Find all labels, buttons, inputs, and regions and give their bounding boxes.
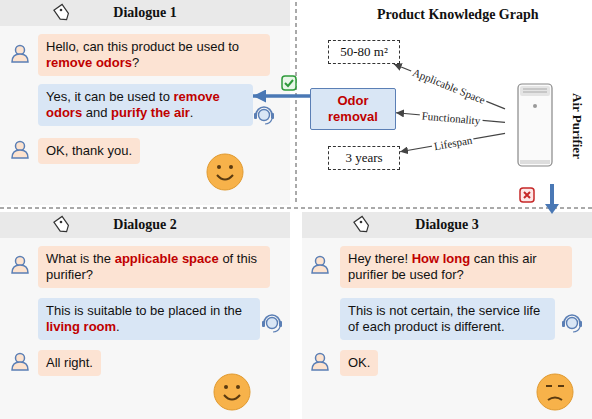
agent-bubble: This is not certain, the service life of… — [340, 298, 555, 340]
node-text: Odor removal — [319, 93, 387, 125]
node-text: This is suitable to be placed in the liv… — [46, 303, 252, 335]
down-arrow — [545, 184, 559, 214]
user-bubble: All right. — [38, 350, 101, 376]
node-text: All right. — [46, 355, 93, 371]
dialogue-header: Dialogue 2 — [0, 212, 290, 238]
relation-label: Functionality — [419, 109, 482, 126]
node-text: Hello, can this product be used to remov… — [46, 39, 262, 71]
node-text: Air Purifier — [569, 93, 585, 159]
dialogue-header: Dialogue 3 — [302, 212, 592, 238]
value-box: Odor removal — [310, 88, 396, 130]
relation-arrow — [400, 133, 505, 151]
user-bubble: What is the applicable space of this pur… — [38, 246, 270, 288]
user-bubble: OK, thank you. — [38, 138, 140, 164]
node-text: This is not certain, the service life of… — [348, 303, 547, 335]
relation-arrow — [253, 94, 310, 98]
relation-label: Lifespan — [431, 133, 475, 152]
relation-label: Applicable Space — [409, 66, 489, 108]
agent-bubble: Yes, it can be used to remove odors and … — [38, 84, 253, 126]
node-text: Dialogue 1 — [0, 0, 290, 26]
node-text: OK. — [348, 355, 370, 371]
user-bubble: Hey there! How long can this air purifie… — [340, 246, 572, 288]
check-icon — [282, 76, 296, 90]
cross-icon — [520, 188, 534, 202]
node-text: What is the applicable space of this pur… — [46, 251, 262, 283]
node-text: Dialogue 3 — [302, 212, 592, 238]
panel-title: Product Knowledge Graph — [377, 7, 539, 23]
node-text: Dialogue 2 — [0, 212, 290, 238]
product-node: Air Purifier — [505, 72, 590, 180]
node-text: Hey there! How long can this air purifie… — [348, 251, 564, 283]
value-box: 3 years — [328, 146, 400, 170]
value-box: 50-80 m² — [328, 40, 400, 64]
user-bubble: OK. — [340, 350, 378, 376]
user-bubble: Hello, can this product be used to remov… — [38, 34, 270, 76]
agent-bubble: This is suitable to be placed in the liv… — [38, 298, 260, 340]
node-text: 50-80 m² — [335, 44, 393, 60]
node-text: 3 years — [335, 150, 393, 166]
air-purifier-picture — [518, 84, 552, 166]
dialogue-header: Dialogue 1 — [0, 0, 290, 26]
node-text: OK, thank you. — [46, 143, 132, 159]
node-text: Yes, it can be used to remove odors and … — [46, 89, 245, 121]
relation-arrow — [394, 64, 505, 109]
